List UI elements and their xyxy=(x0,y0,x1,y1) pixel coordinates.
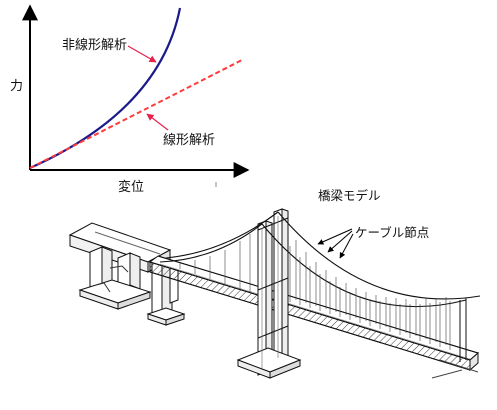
suspension-bridge-model: 橋梁モデル ケーブル節点 xyxy=(68,188,481,379)
bridge-model-label: 橋梁モデル xyxy=(318,188,381,203)
main-cables xyxy=(159,211,481,308)
y-axis-label: 力 xyxy=(10,79,23,94)
cable-node-label: ケーブル節点 xyxy=(355,225,429,240)
nonlinear-curve xyxy=(29,7,182,170)
main-deck xyxy=(148,255,480,372)
linear-series-label: 線形解析 xyxy=(163,132,215,148)
hanger-cables xyxy=(179,234,451,350)
force-displacement-chart: 力 変位 非線形解析 線形解析 xyxy=(10,4,250,195)
main-tower xyxy=(236,208,302,379)
x-axis-label: 変位 xyxy=(118,179,144,195)
nonlinear-series-label: 非線形解析 xyxy=(62,37,127,53)
left-pier xyxy=(78,246,152,310)
cable-node-pointers xyxy=(317,228,354,259)
linear-line xyxy=(29,59,243,169)
linear-pointer-arrow xyxy=(146,113,169,131)
nonlinear-pointer-arrow xyxy=(127,45,157,63)
far-tower xyxy=(431,298,479,379)
